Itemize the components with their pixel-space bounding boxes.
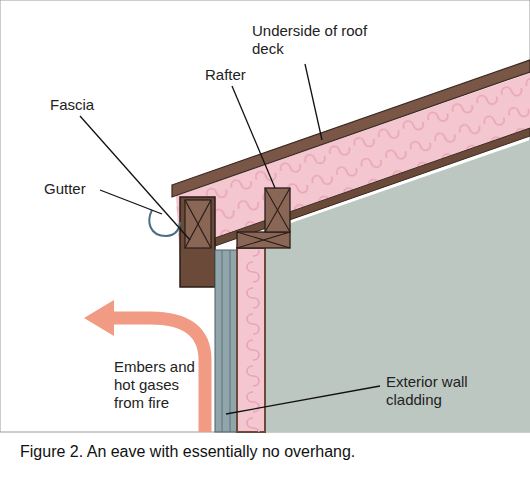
leader-lines (80, 64, 380, 414)
roof-deck (172, 60, 530, 197)
ember-arrow (110, 318, 205, 432)
fascia-board (180, 197, 215, 287)
part-label: Gutter (44, 180, 114, 198)
figure-caption: Figure 2. An eave with essentially no ov… (20, 442, 520, 462)
top-plate (237, 232, 290, 248)
note-label: Embers and hot gases from fire (114, 358, 200, 412)
part-label: Exterior wall cladding (386, 373, 496, 409)
wall-stud (237, 248, 265, 432)
rafter (265, 188, 290, 232)
part-label: Rafter (205, 66, 275, 84)
part-label: Fascia (50, 96, 120, 114)
part-label: Underside of roof deck (252, 22, 372, 58)
wall-cladding (215, 250, 237, 432)
rafter-edge (215, 128, 530, 246)
